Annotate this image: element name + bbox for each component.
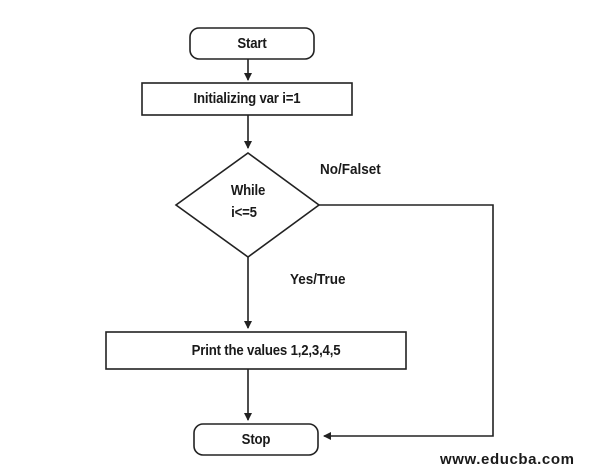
arrow-decision-false-to-stop — [319, 204, 494, 440]
print-label: Print the values 1,2,3,4,5 — [191, 342, 341, 359]
init-node — [141, 82, 353, 116]
decision-label-line1: While — [230, 182, 266, 199]
site-watermark: www.educba.com — [440, 451, 575, 468]
stop-label: Stop — [241, 431, 271, 448]
start-node — [189, 27, 315, 60]
true-branch-label: Yes/True — [290, 271, 346, 288]
false-branch-label: No/Falset — [320, 161, 381, 178]
init-label: Initializing var i=1 — [193, 90, 301, 107]
start-label: Start — [237, 35, 267, 52]
stop-node — [193, 423, 319, 456]
print-node — [105, 331, 407, 370]
decision-label-line2: i<=5 — [231, 204, 257, 221]
